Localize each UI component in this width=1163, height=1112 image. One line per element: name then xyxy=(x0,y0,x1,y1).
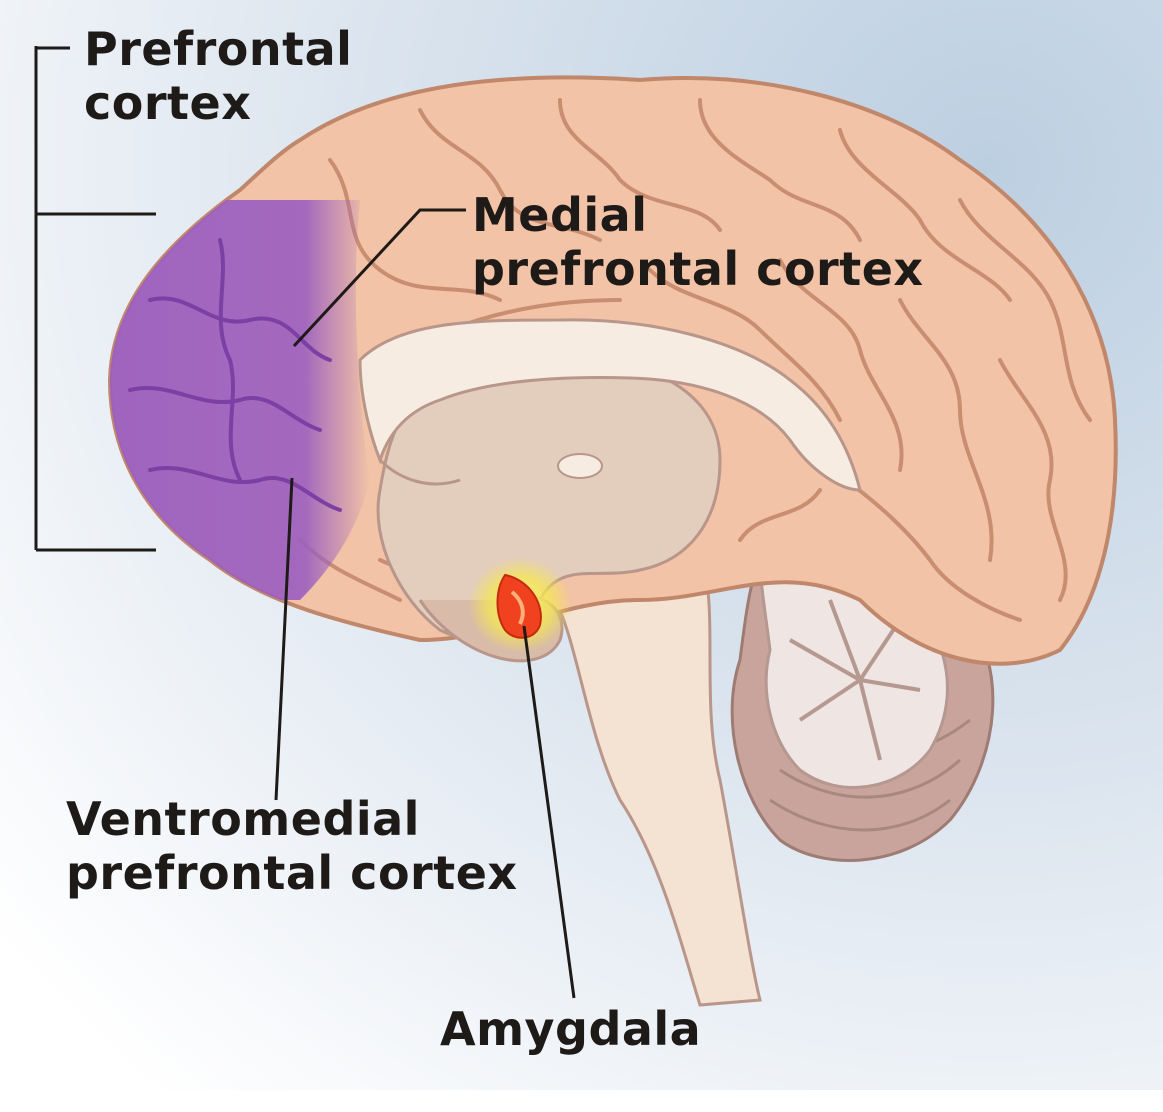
label-amygdala: Amygdala xyxy=(440,1002,701,1056)
label-medial-prefrontal-cortex: Medial prefrontal cortex xyxy=(472,188,924,296)
label-prefrontal-cortex: Prefrontal cortex xyxy=(84,22,352,130)
thalamus xyxy=(558,454,602,478)
amygdala-highlight xyxy=(468,557,572,653)
label-ventromedial-prefrontal-cortex: Ventromedial prefrontal cortex xyxy=(66,792,518,900)
